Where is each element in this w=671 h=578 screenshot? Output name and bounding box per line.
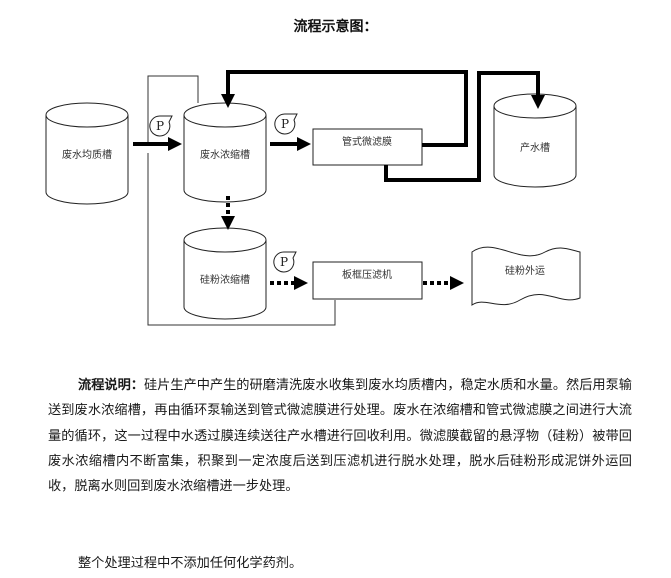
tubular-membrane-box: 管式微滤膜	[312, 128, 423, 166]
filtrate-return-line	[147, 75, 336, 326]
description-label: 流程说明：	[78, 378, 144, 393]
silicon-powder-tank: 硅粉浓缩槽	[183, 227, 267, 320]
process-description: 流程说明：硅片生产中产生的研磨清洗废水收集到废水均质槽内，稳定水质和水量。然后用…	[48, 373, 632, 499]
silicon-powder-transport: 硅粉外运	[471, 246, 581, 306]
pump-icon: P	[274, 113, 298, 135]
concentration-tank-label: 废水浓缩槽	[200, 148, 250, 161]
product-water-tank-label: 产水槽	[520, 141, 550, 154]
svg-text:P: P	[156, 119, 164, 133]
concentration-tank: 废水浓缩槽	[183, 102, 267, 203]
equalization-tank-label: 废水均质槽	[62, 148, 112, 161]
svg-text:P: P	[281, 117, 289, 131]
pump-icon: P	[149, 115, 173, 137]
process-flow-diagram: 废水均质槽 废水浓缩槽 产水槽 硅粉浓缩槽 管式微滤膜 板框压滤机 硅粉外运	[45, 70, 581, 326]
pump-icon: P	[273, 251, 297, 273]
filter-press-label: 板框压滤机	[342, 268, 392, 281]
tubular-membrane-label: 管式微滤膜	[342, 135, 392, 148]
diagram-title: 流程示意图：	[293, 19, 378, 35]
silicon-powder-tank-label: 硅粉浓缩槽	[200, 273, 250, 286]
description-text: 硅片生产中产生的研磨清洗废水收集到废水均质槽内，稳定水质和水量。然后用泵输送到废…	[48, 378, 632, 495]
no-chemicals-note: 整个处理过程中不添加任何化学药剂。	[78, 556, 303, 571]
product-water-tank: 产水槽	[493, 93, 577, 188]
filter-press-box: 板框压滤机	[312, 261, 423, 300]
svg-text:P: P	[280, 255, 288, 269]
arrow-membrane-concentrate-return	[221, 70, 468, 147]
silicon-powder-transport-label: 硅粉外运	[505, 264, 545, 277]
equalization-tank: 废水均质槽	[45, 102, 129, 205]
arrow-membrane-permeate-to-product	[384, 71, 545, 182]
